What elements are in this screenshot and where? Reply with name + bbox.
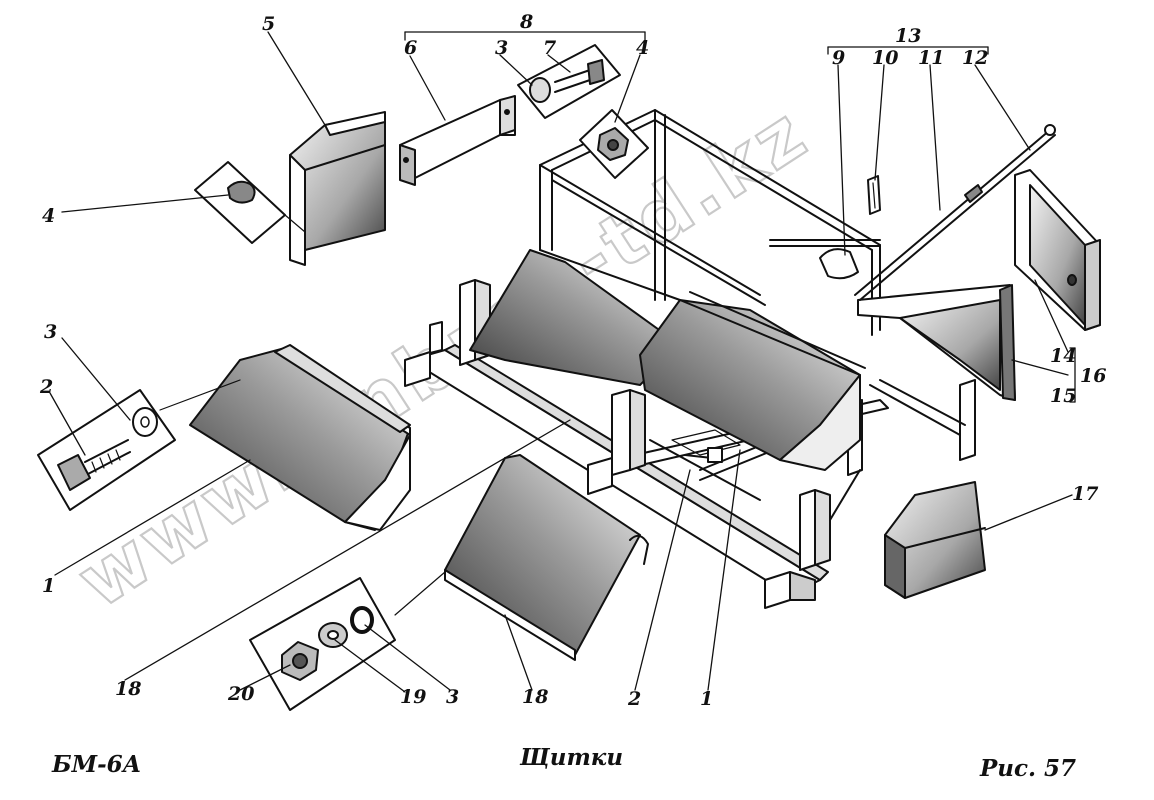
footer: БМ-6А Щитки Рис. 57 (51, 744, 1076, 782)
wing-nut-callout-box (194, 161, 306, 244)
callout-8: 8 (519, 11, 533, 33)
callout-16: 16 (1080, 365, 1106, 387)
part-1-left-shield (189, 344, 411, 531)
callout-14: 14 (1050, 345, 1076, 367)
callout-15: 15 (1050, 385, 1076, 407)
part-18-bottom-shield (444, 454, 649, 661)
callout-7: 7 (543, 37, 556, 59)
bolt-washer-callout-box (517, 44, 621, 119)
callout-6: 6 (404, 37, 417, 59)
callout-20: 20 (227, 683, 254, 705)
callout-labels: 5 4 8 6 3 7 4 13 9 10 11 12 3 2 1 14 16 … (39, 11, 1106, 710)
leader-lines (49, 31, 1076, 693)
nut-callout-box (579, 109, 649, 179)
callout-3-bottom: 3 (446, 686, 459, 708)
footer-figure: Рис. 57 (979, 755, 1076, 782)
frame-right-shield-end (779, 374, 861, 471)
callout-1-bottom: 1 (700, 688, 713, 710)
part-15-side-plate (857, 284, 1016, 401)
part-5-cover-cap (289, 111, 386, 266)
callout-9: 9 (832, 47, 845, 69)
callout-2-left: 2 (39, 376, 53, 398)
callout-18-left: 18 (115, 678, 141, 700)
part-14-side-plate (1014, 169, 1101, 331)
part-6-bracket (399, 95, 516, 186)
bolt-2-middle (671, 429, 741, 463)
nut-washer-callout-box (249, 571, 446, 711)
main-frame (404, 109, 976, 609)
callout-1-left: 1 (42, 575, 55, 597)
callout-18-bottom: 18 (522, 686, 548, 708)
callout-11: 11 (918, 47, 944, 69)
callout-2-bottom: 2 (627, 688, 641, 710)
part-17-end-block (884, 481, 986, 599)
callout-12: 12 (962, 47, 988, 69)
callout-4-left: 4 (42, 205, 55, 227)
callout-19: 19 (400, 686, 426, 708)
callout-13: 13 (895, 25, 921, 47)
callout-3-left: 3 (44, 321, 57, 343)
callout-17: 17 (1072, 483, 1098, 505)
callout-5: 5 (262, 13, 275, 35)
footer-title: Щитки (519, 744, 623, 771)
bolt-3-2-callout-box (37, 379, 241, 511)
callout-4-right: 4 (636, 37, 649, 59)
callout-10: 10 (872, 47, 898, 69)
footer-model: БМ-6А (51, 751, 141, 778)
callout-3-top: 3 (495, 37, 508, 59)
rod-assembly-9-12 (769, 124, 1056, 301)
